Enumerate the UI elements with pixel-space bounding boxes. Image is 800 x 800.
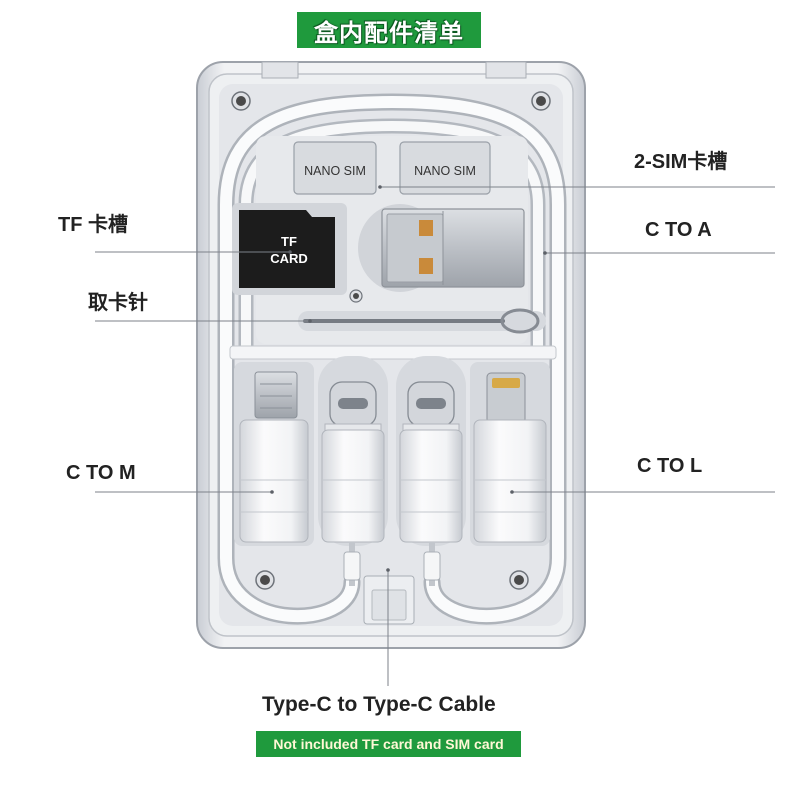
tray-divider (229, 345, 557, 360)
usb-c-to-micro-adapter (239, 371, 309, 543)
usb-c-to-a-adapter (358, 204, 525, 292)
sim-tray-right: NANO SIM (399, 141, 491, 195)
tf-card-label-line1: TF (281, 234, 297, 249)
usb-c-to-lightning-adapter (473, 372, 547, 543)
usb-c-connector-left (321, 381, 385, 543)
screw-icon (531, 91, 551, 111)
callout-c-to-a: C TO A (645, 219, 712, 241)
sim-tray-right-label: NANO SIM (414, 164, 476, 178)
hinge-left (261, 61, 299, 79)
callout-cable: Type-C to Type-C Cable (262, 693, 496, 716)
cable-boot-left (343, 551, 361, 581)
leader-lines (95, 186, 775, 686)
screw-icon (349, 289, 363, 303)
type-c-cable-loop (217, 93, 567, 625)
cable-boot-right (423, 551, 441, 581)
not-included-note-badge: Not included TF card and SIM card (256, 731, 521, 757)
sim-tray-left-label: NANO SIM (304, 164, 366, 178)
lightning-pins (492, 378, 520, 388)
screw-icon (255, 570, 275, 590)
sim-tray-left: NANO SIM (293, 141, 377, 195)
screw-icon (231, 91, 251, 111)
usb-c-connector-right (399, 381, 463, 543)
tf-card-label-line2: CARD (270, 251, 308, 266)
screw-icon (509, 570, 529, 590)
tf-card (239, 210, 335, 288)
tf-card-slot: TF CARD (232, 203, 347, 295)
callout-sim-slot: 2-SIM卡槽 (634, 151, 728, 173)
cable-ends (343, 542, 441, 625)
hinge-right (485, 61, 527, 79)
sim-eject-pin (298, 308, 546, 334)
usb-contact-bottom (419, 258, 433, 274)
usb-contact-top (419, 220, 433, 236)
callout-c-to-l: C TO L (637, 455, 703, 477)
callout-tf-slot: TF 卡槽 (58, 214, 128, 236)
callout-sim-pin: 取卡针 (88, 292, 148, 314)
leader-endpoints (270, 185, 547, 572)
callout-c-to-m: C TO M (66, 462, 136, 484)
header-title-badge: 盒内配件清单 (297, 12, 481, 48)
